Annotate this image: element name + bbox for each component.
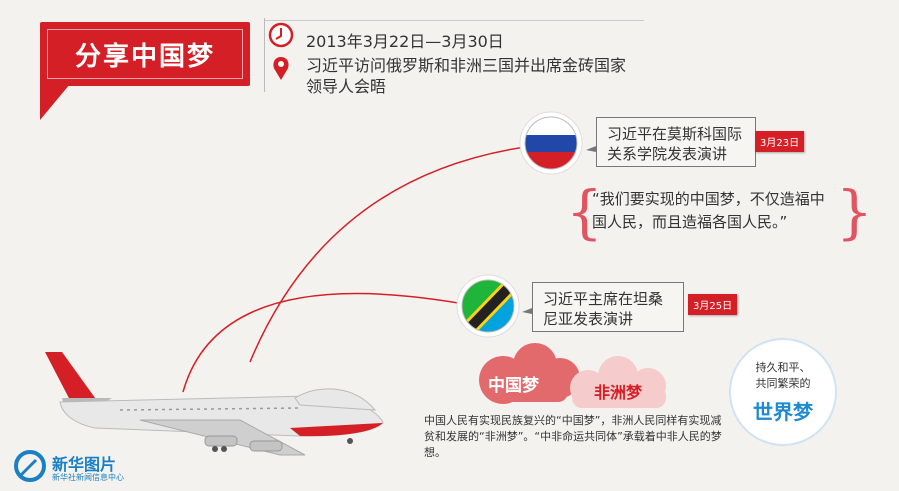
russia-quote: “我们要实现的中国梦，不仅造福中国人民，而且造福各国人民。” [592, 190, 825, 231]
russia-date-tag: 3月23日 [755, 131, 805, 152]
trip-description: 习近平访问俄罗斯和非洲三国并出席金砖国家领导人会晤 [306, 56, 627, 96]
tanzania-flag-icon [456, 274, 520, 338]
world-dream-title: 世界梦 [753, 400, 813, 424]
header-divider [264, 20, 644, 21]
title-box: 分享中国梦 [40, 22, 250, 86]
quote-brace-left: { [566, 178, 603, 246]
logo-name: 新华图片 [52, 455, 117, 474]
route-tanzania-line [182, 292, 471, 393]
russia-speech-box: 习近平在莫斯科国际关系学院发表演讲 [596, 117, 756, 167]
china-dream-cloud [479, 343, 580, 404]
russia-flag-icon [519, 111, 583, 175]
title-frame: 分享中国梦 [47, 29, 243, 79]
africa-dream-cloud [570, 356, 666, 408]
clock-icon [268, 22, 294, 48]
airplane-icon [45, 352, 384, 456]
tanzania-date-tag: 3月25日 [688, 294, 738, 315]
location-pin-icon [273, 57, 289, 80]
logo-subtitle: 新华社新闻信息中心 [52, 473, 124, 482]
world-dream-line2: 共同繁荣的 [755, 377, 811, 390]
china-dream-label: 中国梦 [488, 376, 539, 396]
world-dream-circle [731, 340, 835, 444]
africa-dream-label: 非洲梦 [594, 383, 643, 402]
title-tail [40, 84, 70, 120]
route-russia-line [249, 144, 541, 363]
header-vertical-divider [264, 18, 265, 92]
tanzania-speech-box: 习近平主席在坦桑尼亚发表演讲 [532, 282, 684, 332]
page-title: 分享中国梦 [74, 41, 215, 72]
logo-icon [14, 450, 46, 482]
dreams-description: 中国人民有实现民族复兴的“中国梦”，非洲人民同样有实现减贫和发展的“非洲梦”。“… [424, 414, 722, 459]
world-dream-line1: 持久和平、 [755, 361, 811, 374]
quote-brace-right: } [836, 178, 873, 246]
trip-date: 2013年3月22日—3月30日 [306, 32, 504, 51]
